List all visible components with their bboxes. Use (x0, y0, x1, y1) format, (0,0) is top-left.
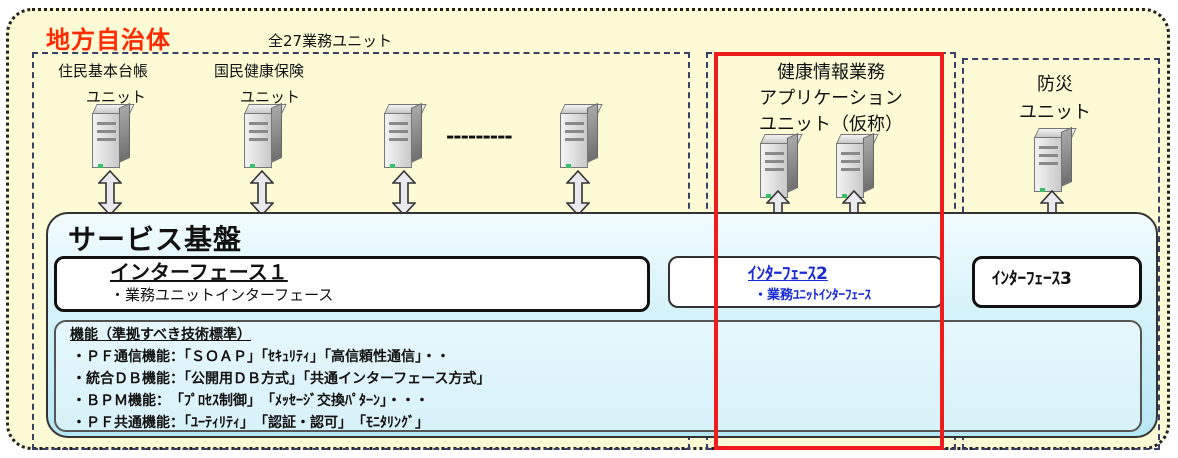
bosai-unit-line2: ユニット (1019, 102, 1091, 123)
server-icon (560, 102, 603, 168)
interface-3-box (972, 256, 1142, 308)
unit-sub-juki: ユニット (86, 88, 147, 106)
double-arrow-icon (98, 170, 122, 216)
interface-1-box (54, 256, 650, 312)
interface-3-title: ｲﾝﾀｰﾌｪｰｽ3 (992, 269, 1072, 289)
more-units-ellipsis: --------- (446, 124, 513, 148)
server-icon (92, 102, 135, 168)
region-title: 地方自治体 (46, 26, 171, 54)
server-icon (244, 102, 287, 168)
server-icon (760, 132, 803, 198)
function-line: ・ＢＰＭ機能： 「ﾌﾟﾛｾｽ制御」 「ﾒｯｾｰｼﾞ交換ﾊﾟﾀｰﾝ」・・・ (72, 393, 429, 409)
interface-2-title: ｲﾝﾀｰﾌｪｰｽ2 (748, 264, 828, 284)
double-arrow-icon (392, 170, 416, 216)
all-units-label: 全27業務ユニット (268, 32, 393, 50)
service-platform (46, 212, 1158, 438)
interface-2-sub: ・業務ﾕﾆｯﾄｲﾝﾀｰﾌｪｰｽ (754, 288, 872, 303)
function-line: ・ＰＦ通信機能：「ＳＯＡＰ」「ｾｷｭﾘﾃｨ」「高信頼性通信」・・ (72, 349, 450, 365)
health-unit-line3: ユニット（仮称） (759, 114, 903, 135)
interface-1-sub: ・業務ユニットインターフェース (110, 286, 334, 304)
interface-1-title: インターフェース１ (110, 260, 288, 284)
functions-box (54, 320, 1142, 432)
health-unit-line2: アプリケーション (759, 88, 903, 109)
function-line: ・統合ＤＢ機能：「公開用ＤＢ方式」「共通インターフェース方式」 (72, 371, 491, 387)
double-arrow-icon (250, 170, 274, 216)
unit-label-juki: 住民基本台帳 (58, 62, 149, 80)
server-icon (384, 102, 427, 168)
function-line: ・ＰＦ共通機能：「ﾕｰﾃｨﾘﾃｨ」 「認証・認可」 「ﾓﾆﾀﾘﾝｸﾞ」 (72, 415, 429, 431)
functions-title: 機能（準拠すべき技術標準） (70, 327, 252, 343)
health-unit-line1: 健康情報業務 (777, 62, 885, 83)
platform-title: サービス基盤 (68, 223, 243, 256)
highlight-box (714, 52, 944, 450)
server-icon (1034, 126, 1077, 192)
bosai-unit-line1: 防災 (1037, 74, 1073, 95)
unit-label-kokuho: 国民健康保険 (214, 62, 305, 80)
unit-sub-kokuho: ユニット (240, 88, 301, 106)
double-arrow-icon (566, 170, 590, 216)
